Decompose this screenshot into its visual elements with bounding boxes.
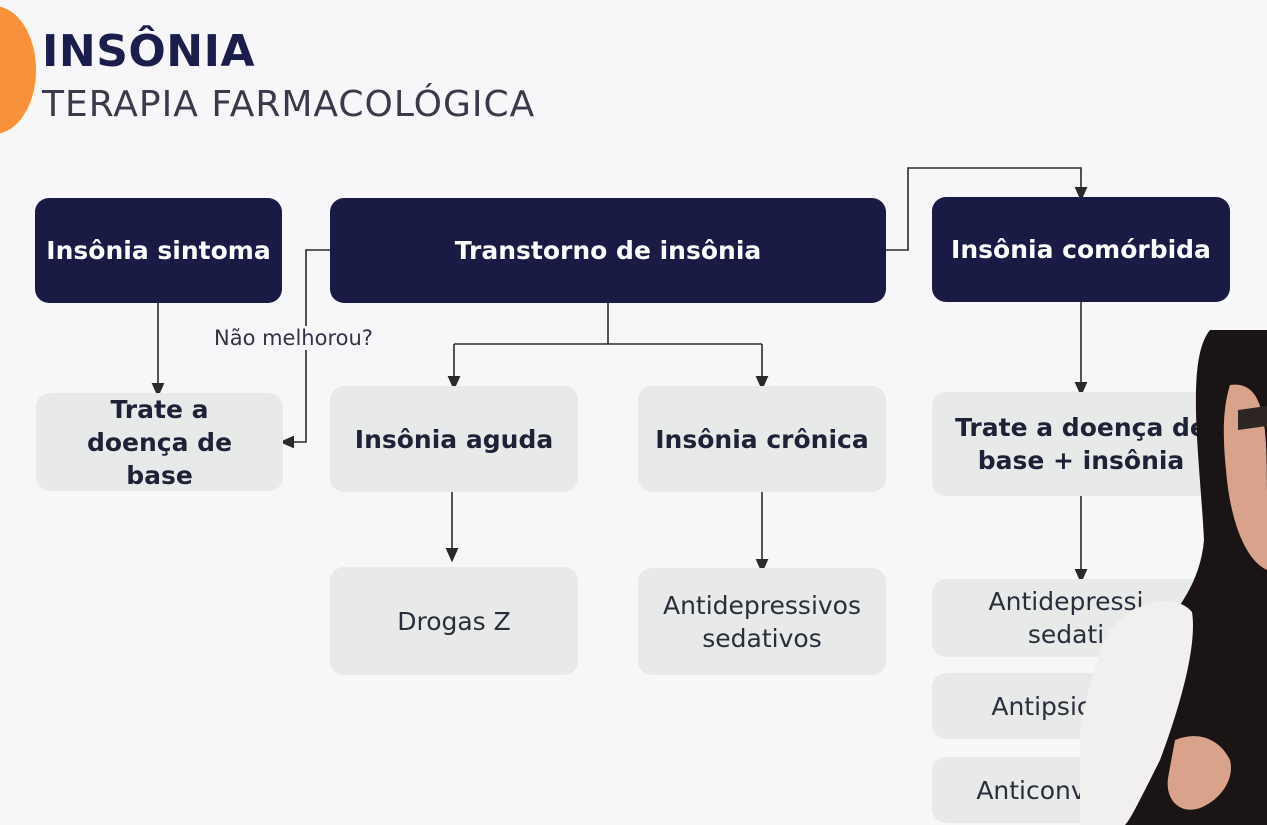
nao-melhorou-label: Não melhorou? bbox=[212, 326, 375, 350]
node-insonia-sintoma: Insônia sintoma bbox=[35, 198, 282, 303]
node-transtorno-de-insonia: Transtorno de insônia bbox=[330, 198, 886, 303]
node-drogas-z: Drogas Z bbox=[330, 567, 578, 675]
node-antidepressivos-sedativos: Antidepressivos sedativos bbox=[638, 568, 886, 675]
node-insonia-cronica: Insônia crônica bbox=[638, 386, 886, 492]
arrow-transtorno-to-comorbida bbox=[886, 167, 1088, 251]
presenter-video-overlay bbox=[1080, 330, 1267, 825]
node-trate-doenca-base: Trate a doença de base bbox=[36, 393, 283, 491]
node-trate-doenca-base-insonia: Trate a doença de base + insônia bbox=[932, 392, 1230, 496]
page-title: INSÔNIA bbox=[42, 26, 256, 77]
page-subtitle: TERAPIA FARMACOLÓGICA bbox=[42, 84, 536, 125]
node-insonia-comorbida: Insônia comórbida bbox=[932, 197, 1230, 302]
node-insonia-aguda: Insônia aguda bbox=[330, 386, 578, 492]
